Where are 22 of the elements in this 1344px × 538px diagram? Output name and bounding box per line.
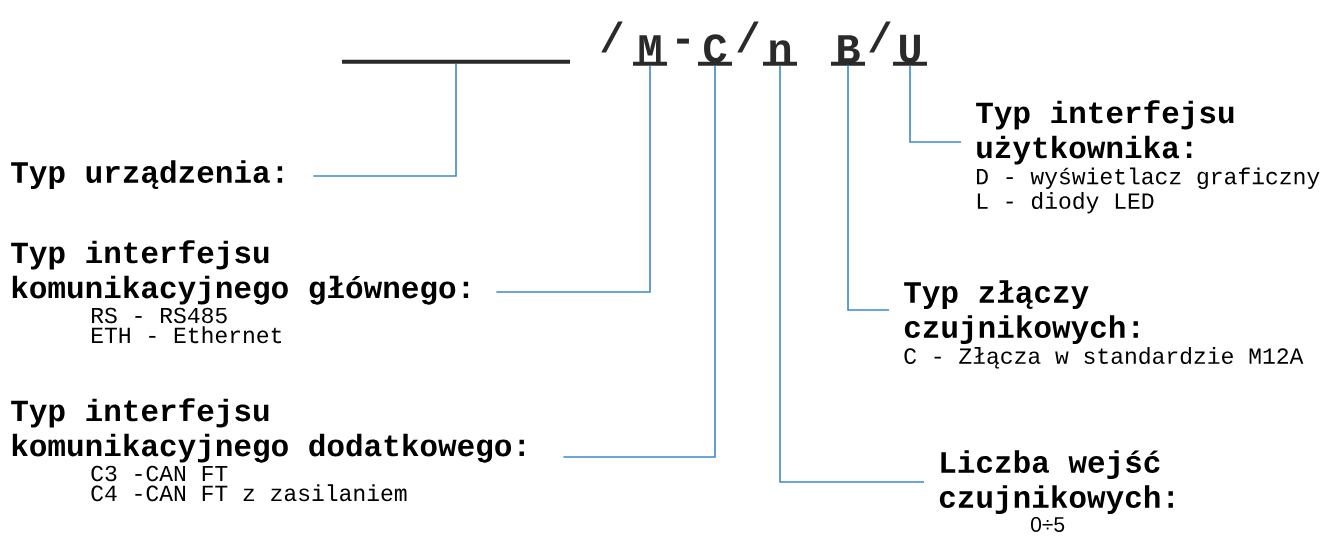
description-label: Typ interfejsu użytkownika: D - wyświetlacz graficzny L - diody LED — [976, 100, 1320, 214]
leader-line — [562, 65, 716, 458]
separator-symbol: / — [737, 21, 759, 53]
leader-line — [779, 65, 925, 483]
description-label: Liczba wejść czujnikowych: 0÷5 — [939, 450, 1173, 532]
separator-symbol: - — [677, 38, 689, 44]
separator-symbol: / — [869, 21, 891, 53]
underline-bar — [342, 59, 570, 64]
leader-line — [495, 65, 651, 293]
code-letter: B — [831, 35, 865, 66]
description-label: Typ interfejsu komunikacyjnego dodatkowego: C3 -CAN FT C4 -CAN FT z zasilaniem — [11, 398, 524, 502]
code-letter: n — [763, 40, 797, 66]
code-letter: C — [698, 34, 732, 66]
code-letter: M — [633, 35, 667, 66]
leader-line — [909, 65, 962, 143]
description-label: Typ urządzenia: — [11, 160, 283, 190]
leader-line — [312, 63, 457, 177]
description-label: Typ interfejsu komunikacyjnego głównego: RS - RS485 ETH - Ethernet — [11, 240, 469, 344]
code-letter: U — [893, 34, 927, 66]
leader-line — [847, 65, 890, 311]
separator-symbol: / — [601, 21, 623, 53]
description-label: Typ złączy czujnikowych: C - Złącza w standardzie M12A — [904, 280, 1304, 369]
